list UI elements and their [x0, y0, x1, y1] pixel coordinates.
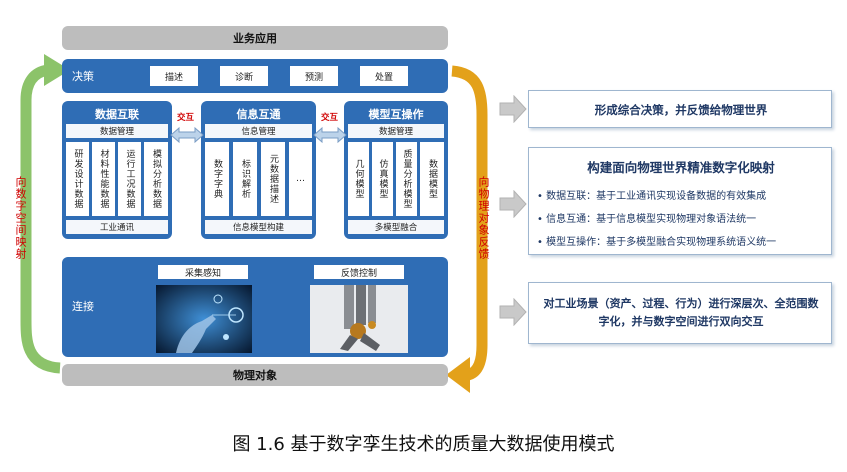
figure-caption: 图 1.6 基于数字孪生技术的质量大数据使用模式 [232, 434, 615, 455]
module-model-interop: 模型互操作 数据管理 几何模型 仿真模型 质量分析模型 数据模型 多模型融合 [344, 101, 448, 239]
right-box-mapping-title: 构建面向物理世界精准数字化映射 [587, 160, 775, 175]
decision-label: 决策 [72, 70, 94, 83]
right-box-mapping: 构建面向物理世界精准数字化映射 • 数据互联：基于工业通讯实现设备数据的有效集成… [528, 147, 832, 255]
right-arrow-to-physical [446, 65, 488, 393]
feedback-label: 反馈控制 [314, 265, 404, 279]
describe-button: 描述 [150, 66, 198, 86]
right-arrow-bottom [499, 298, 527, 326]
connect-label: 连接 [72, 300, 94, 313]
module-cell: 研发设计数据 [66, 142, 89, 216]
exchange-arrow-1 [170, 126, 204, 144]
right-arrow-label: 向物理对象反馈 [477, 176, 490, 260]
module-info-exchange: 信息互通 信息管理 数字字典 标识解析 元数据描述 … 信息模型构建 [201, 101, 316, 239]
module-title: 信息互通 [236, 108, 281, 121]
sense-label: 采集感知 [158, 265, 248, 279]
predict-button: 预测 [290, 66, 338, 86]
exchange-arrow-2 [313, 126, 347, 144]
module-footer: 工业通讯 [66, 220, 168, 234]
robot-arm-image [310, 285, 408, 353]
module-sub: 数据管理 [66, 124, 168, 138]
module-cell: 数字字典 [205, 142, 229, 216]
physical-object-bar: 物理对象 [62, 364, 448, 386]
module-cell: … [289, 142, 312, 216]
module-title: 模型互操作 [368, 108, 424, 121]
exchange-label-2: 交互 [321, 113, 339, 123]
exchange-label-1: 交互 [177, 113, 195, 123]
left-arrow-label: 向数字空间映射 [14, 176, 27, 260]
module-cell: 标识解析 [233, 142, 257, 216]
right-arrow-middle [499, 190, 527, 218]
left-arrow-to-digital [20, 54, 70, 374]
connect-panel: 连接 采集感知 反馈控制 [62, 257, 448, 357]
sensing-image [156, 285, 252, 353]
module-cell: 几何模型 [348, 142, 369, 216]
module-sub: 数据管理 [348, 124, 444, 138]
bullet-item: • 数据互联：基于工业通讯实现设备数据的有效集成 [537, 191, 767, 202]
module-cell: 运行工况数据 [118, 142, 141, 216]
right-box-decision-text: 形成综合决策，并反馈给物理世界 [594, 103, 768, 117]
module-cell: 质量分析模型 [396, 142, 417, 216]
module-sub: 信息管理 [205, 124, 312, 138]
business-app-bar: 业务应用 [62, 26, 448, 50]
right-box-digitization-text: 对工业场景（资产、过程、行为）进行深层次、全范围数字化，并与数字空间进行双向交互 [543, 297, 819, 328]
dispose-button: 处置 [360, 66, 408, 86]
module-title: 数据互联 [95, 108, 139, 121]
module-cell: 仿真模型 [372, 142, 393, 216]
module-cell: 元数据描述 [261, 142, 285, 216]
module-footer: 信息模型构建 [205, 220, 312, 234]
module-cell: 材料性能数据 [92, 142, 115, 216]
module-cell: 数据模型 [420, 142, 444, 216]
module-cell: 模拟分析数据 [144, 142, 168, 216]
bullet-item: • 模型互操作：基于多模型融合实现物理系统语义统一 [537, 237, 777, 248]
right-box-digitization: 对工业场景（资产、过程、行为）进行深层次、全范围数字化，并与数字空间进行双向交互 [528, 282, 832, 344]
diagnose-button: 诊断 [220, 66, 268, 86]
module-footer: 多模型融合 [348, 220, 444, 234]
right-arrow-top [499, 95, 527, 123]
decision-panel: 决策 描述 诊断 预测 处置 [62, 59, 448, 93]
right-box-decision: 形成综合决策，并反馈给物理世界 [528, 90, 832, 128]
bullet-item: • 信息互通：基于信息模型实现物理对象语法统一 [537, 214, 757, 225]
module-data-interconnect: 数据互联 数据管理 研发设计数据 材料性能数据 运行工况数据 模拟分析数据 工业… [62, 101, 172, 239]
